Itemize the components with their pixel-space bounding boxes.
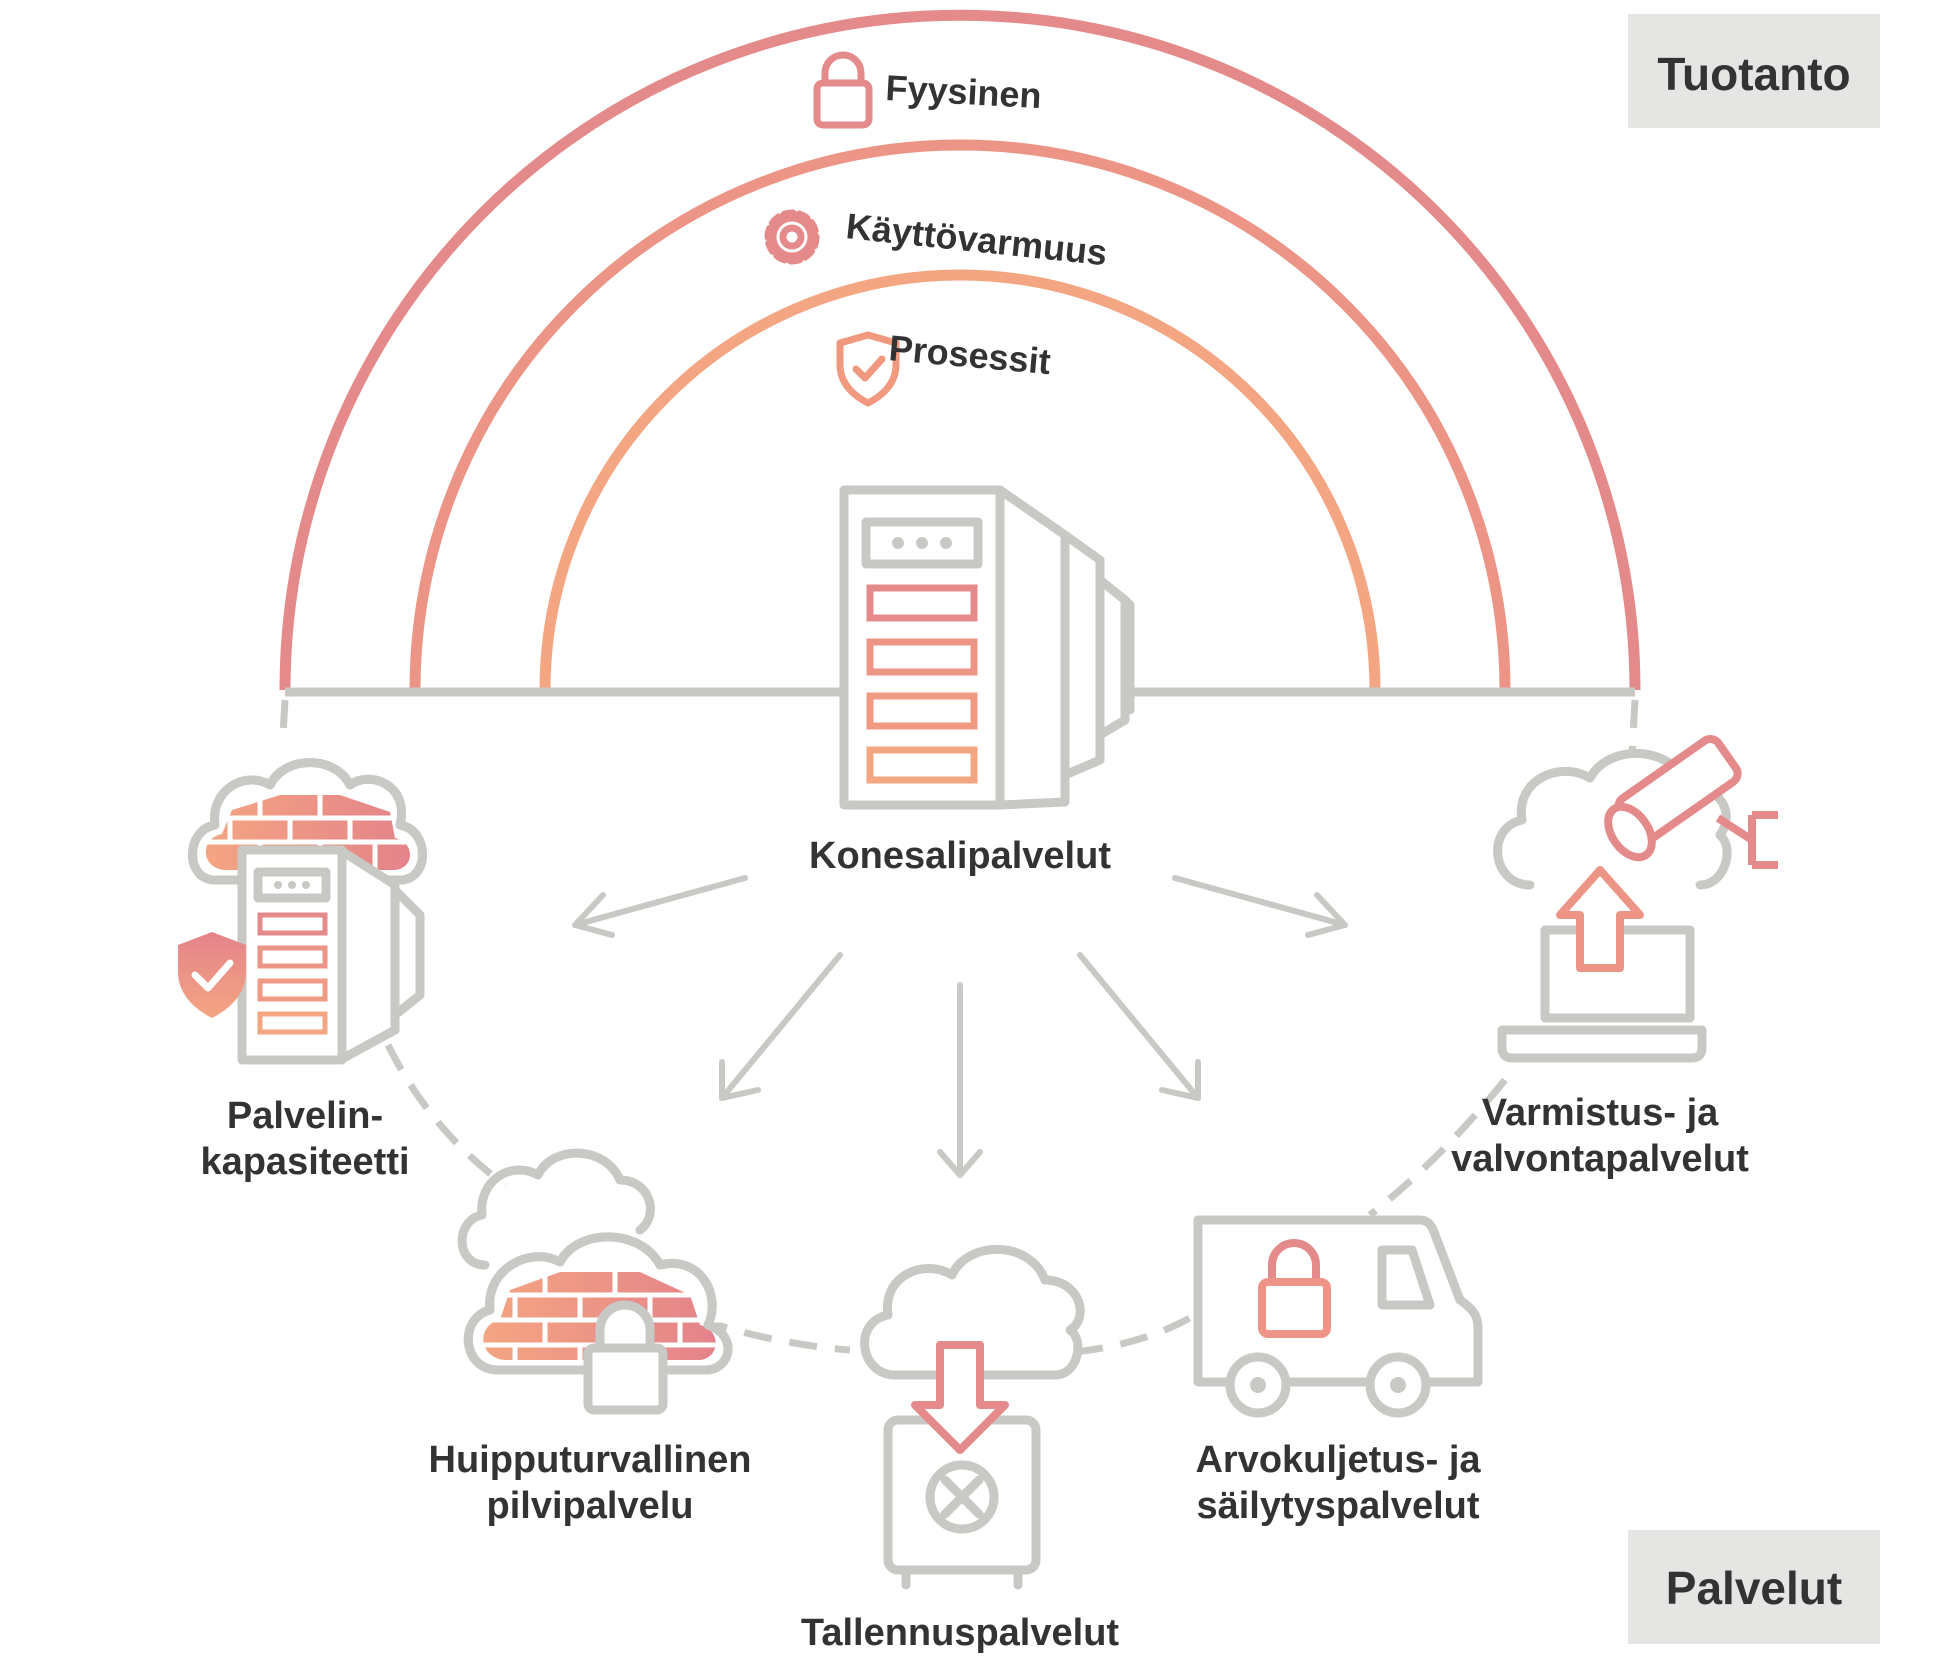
arc-label-prosessit: Prosessit [836, 327, 1052, 407]
gear-icon [764, 209, 820, 265]
arc-inner [539, 269, 1381, 691]
shield-check-icon [178, 932, 246, 1018]
cloud-firewall-lock-icon [457, 1148, 733, 1415]
service-4-line1: Arvokuljetus- ja [1195, 1439, 1481, 1481]
tag-palvelut: Palvelut [1628, 1530, 1880, 1644]
arc-middle [409, 139, 1511, 691]
arc-label-prosessit-text: Prosessit [887, 327, 1052, 382]
arc-label-kayttovarmuus-text: Käyttövarmuus [844, 205, 1109, 273]
security-camera-icon [1604, 735, 1778, 869]
download-arrow-icon [911, 1341, 1009, 1454]
tag-palvelut-text: Palvelut [1666, 1562, 1842, 1614]
service-3-line1: Tallennuspalvelut [801, 1612, 1119, 1654]
arrow-to-pilvi [719, 952, 843, 1101]
lock-icon [813, 51, 873, 129]
arc-label-kayttovarmuus: Käyttövarmuus [764, 205, 1109, 273]
cloud-safe-icon [860, 1244, 1085, 1590]
cloud-icon [860, 1244, 1085, 1380]
service-2-line2: pilvipalvelu [487, 1485, 694, 1527]
tag-tuotanto-text: Tuotanto [1657, 48, 1850, 100]
service-5-line1: Varmistus- ja [1482, 1092, 1719, 1134]
upload-arrow-icon [1556, 866, 1644, 972]
arc-label-fyysinen: Fyysinen [813, 51, 1043, 129]
arrow-to-palvelin [572, 875, 748, 938]
server-icon [839, 485, 1135, 810]
cloud-icon [1493, 748, 1732, 890]
server-cloud-shield-icon [178, 758, 427, 1065]
service-1-line2: kapasiteetti [200, 1141, 409, 1183]
distribution-arrows [572, 875, 1348, 1178]
arc-label-fyysinen-text: Fyysinen [885, 67, 1043, 116]
tag-tuotanto: Tuotanto [1628, 14, 1880, 128]
arrow-to-arvokuljetus [1077, 952, 1201, 1101]
lock-icon [583, 1300, 668, 1415]
service-5-line2: valvontapalvelut [1451, 1138, 1749, 1180]
shield-check-icon [836, 331, 900, 407]
service-4-line2: säilytyspalvelut [1196, 1485, 1479, 1527]
lock-icon [1258, 1239, 1331, 1338]
arc-outer [279, 9, 1641, 691]
camera-laptop-upload-icon [1493, 735, 1778, 1063]
service-1-line1: Palvelin- [227, 1095, 383, 1137]
arrow-to-varmistus [1172, 875, 1348, 938]
cloud-icon [457, 1148, 655, 1270]
arrow-to-tallennus [937, 982, 983, 1178]
service-2-line1: Huipputurvallinen [429, 1439, 752, 1481]
center-label: Konesalipalvelut [809, 835, 1111, 877]
van-lock-icon [1193, 1215, 1483, 1418]
